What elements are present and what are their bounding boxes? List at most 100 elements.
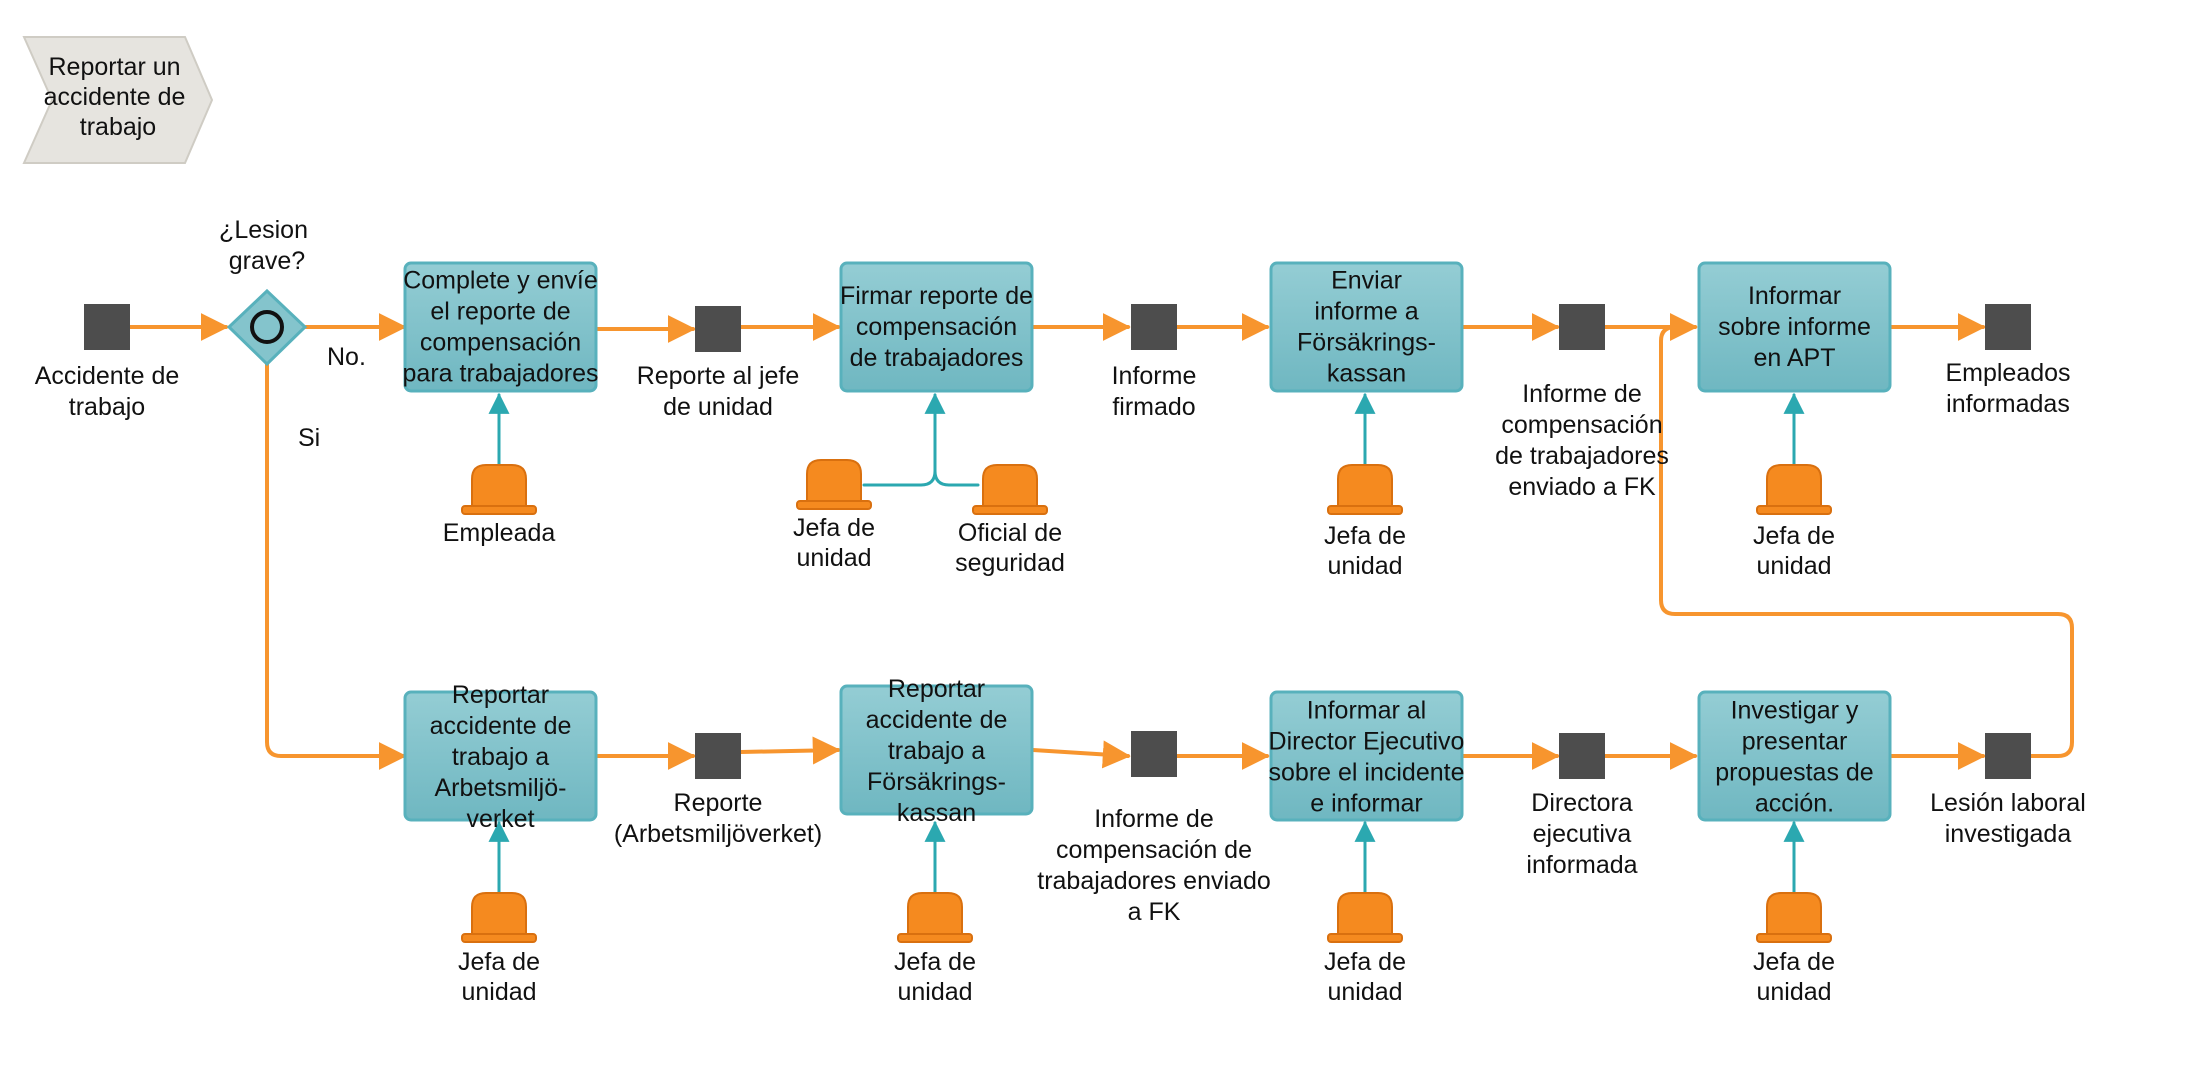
hard-hat-brim-icon — [1327, 933, 1403, 943]
activity-box — [403, 261, 598, 393]
activity-box — [839, 261, 1034, 393]
event-square — [695, 306, 741, 352]
hard-hat-icon — [1337, 464, 1393, 507]
flow-arrow — [265, 360, 407, 770]
hard-hat-brim-icon — [1756, 505, 1832, 515]
event-square — [1559, 304, 1605, 350]
title-line: Reportar un — [49, 53, 181, 81]
hard-hat-brim-icon — [972, 505, 1048, 515]
role-r1[interactable]: Empleada — [443, 464, 556, 547]
role-label: Empleada — [443, 519, 556, 547]
process-title: Reportar un accidente de trabajo — [22, 36, 214, 164]
hard-hat-icon — [1337, 892, 1393, 935]
hard-hat-icon — [806, 459, 862, 502]
event-square — [1131, 304, 1177, 350]
activity-box — [1697, 261, 1892, 393]
svg-text:Reportar un accidente de: Reportar un accidente de trabajo — [44, 53, 193, 141]
hard-hat-brim-icon — [796, 500, 872, 510]
role-link — [862, 392, 946, 487]
activity-box — [1269, 690, 1464, 822]
decision-gateway[interactable] — [226, 288, 308, 367]
event-square — [1559, 733, 1605, 779]
hard-hat-brim-icon — [461, 933, 537, 943]
event-square — [1131, 731, 1177, 777]
hard-hat-icon — [471, 464, 527, 507]
hard-hat-brim-icon — [897, 933, 973, 943]
event-square — [1985, 304, 2031, 350]
flow-arrow — [1659, 313, 2074, 758]
gateway-no-label: No. — [327, 343, 366, 371]
flow-arrow — [1031, 740, 1131, 769]
title-line: trabajo — [80, 113, 156, 141]
hard-hat-brim-icon — [1756, 933, 1832, 943]
event-square — [695, 733, 741, 779]
activity-box — [839, 684, 1034, 816]
gateway-yes-label: Si — [298, 424, 320, 452]
activity-box — [1269, 261, 1464, 393]
hard-hat-icon — [1766, 464, 1822, 507]
hard-hat-brim-icon — [461, 505, 537, 515]
event-square — [84, 304, 130, 350]
flow-arrow — [739, 736, 841, 765]
title-line: accidente de — [44, 83, 186, 111]
event-square — [1985, 733, 2031, 779]
hard-hat-icon — [471, 892, 527, 935]
role-link — [933, 469, 980, 487]
event-f1[interactable]: Reporte(Arbetsmiljöverket) — [614, 733, 822, 848]
gateway-question: ¿Lesion grave? — [219, 216, 315, 275]
gateway-circle-icon — [250, 310, 284, 344]
hard-hat-icon — [1766, 892, 1822, 935]
hard-hat-brim-icon — [1327, 505, 1403, 515]
activity-box — [1697, 690, 1892, 822]
event-label: Reporte(Arbetsmiljöverket) — [614, 789, 822, 848]
hard-hat-icon — [982, 464, 1038, 507]
